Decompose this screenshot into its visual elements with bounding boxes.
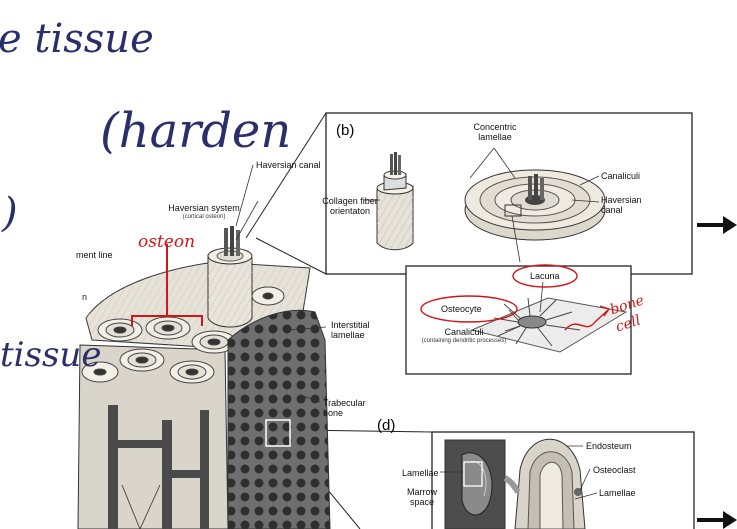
- label-concentric-lamellae: Concentric lamellae: [473, 122, 517, 142]
- bone-cell-arrow: [564, 309, 609, 331]
- panel-d-letter: (d): [377, 417, 396, 434]
- label-trabecular-bone: Trabecular bone: [323, 398, 366, 418]
- panel-b-letter: (b): [336, 122, 355, 139]
- label-cortical-osteon: (cortical osteon): [182, 214, 226, 220]
- trabecula-detail: [514, 438, 586, 529]
- label-marrow-space: Marrow space: [406, 487, 437, 507]
- arrow-right-b: [697, 216, 737, 234]
- label-osteocyte: Osteocyte: [441, 304, 482, 314]
- handwriting-harden: (harden: [100, 103, 292, 159]
- label-endosteum: Endosteum: [586, 441, 632, 451]
- osteon-ring: [464, 169, 606, 241]
- label-canaliculi-inset: Canaliculi: [444, 327, 484, 337]
- compact-bone-block: [77, 261, 331, 529]
- collagen-cylinder: [376, 152, 414, 251]
- label-lacuna: Lacuna: [530, 271, 560, 281]
- label-cement-line: ment line: [76, 250, 113, 260]
- label-lamellae-panel-d: Lamellae: [599, 488, 636, 498]
- label-canaliculi-note: (containing dendritic processes): [421, 338, 507, 344]
- extracted-osteon: [207, 226, 253, 328]
- label-haversian-canal: Haversian canal: [256, 160, 321, 170]
- osteon-bracket: [131, 244, 203, 326]
- handwriting-paren: ): [2, 190, 18, 236]
- label-lamellae-d: Lamellae: [402, 468, 439, 478]
- label-canaliculi-b: Canaliculi: [601, 171, 641, 181]
- osteocyte-circle: [420, 295, 518, 323]
- label-haversian-system: Haversian system: [168, 203, 240, 213]
- trabecula-micrograph: [444, 439, 506, 529]
- label-n-fragment: n: [82, 292, 88, 302]
- handwriting-tissue-top: e tissue: [0, 16, 154, 62]
- handwriting-tissue-left: tissue: [0, 335, 102, 375]
- arrow-right-d: [697, 511, 737, 529]
- osteocyte-drawing: [470, 297, 628, 353]
- label-osteoclast: Osteoclast: [593, 465, 636, 475]
- label-collagen-fiber: Collagen fiber orientaton: [322, 196, 378, 216]
- connector-line-b-2: [255, 237, 327, 275]
- label-interstitial-lamellae: Interstitial lamellae: [331, 320, 370, 340]
- connector-line-b-1: [245, 112, 327, 239]
- lacuna-circle: [512, 264, 578, 288]
- label-haversian-canal-b: Haversian canal: [601, 195, 642, 215]
- handwriting-osteon: osteon: [138, 232, 196, 252]
- zoom-arrow: [503, 475, 521, 494]
